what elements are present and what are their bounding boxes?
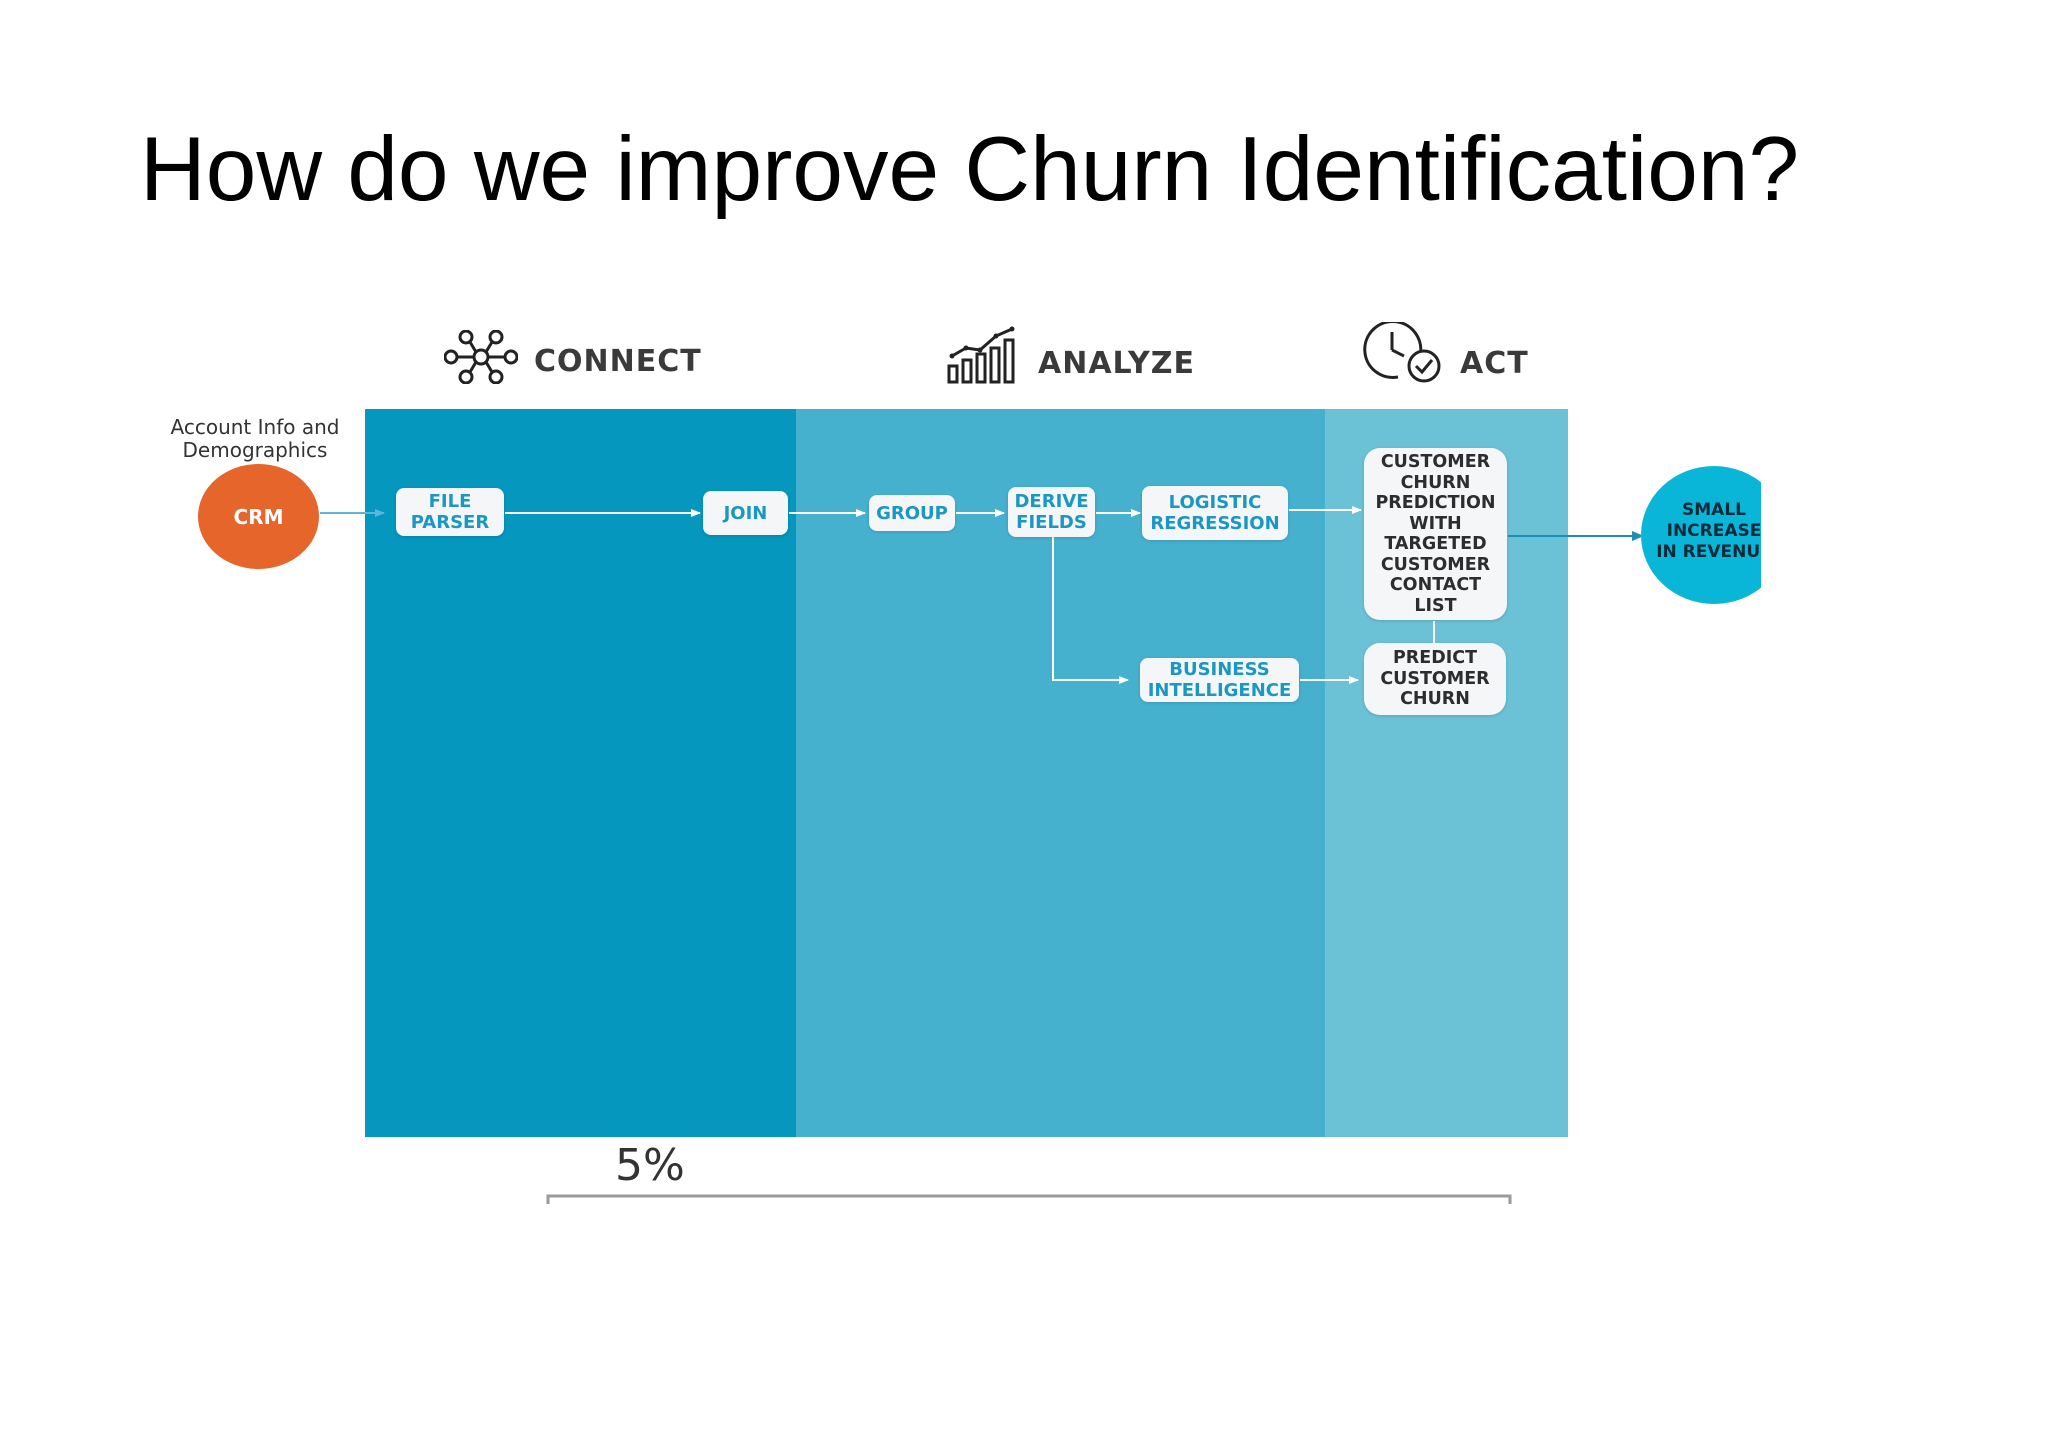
percent-label: 5% xyxy=(615,1140,685,1191)
percent-bracket xyxy=(546,1194,1512,1204)
step-join[interactable]: JOIN xyxy=(703,491,788,535)
outcome-label: SMALL INCREASE IN REVENUE xyxy=(1656,500,1761,562)
step-group[interactable]: GROUP xyxy=(869,495,955,531)
clock-check-icon xyxy=(1363,322,1441,383)
step-file-parser[interactable]: FILE PARSER xyxy=(396,488,504,536)
step-predict-churn[interactable]: PREDICT CUSTOMER CHURN xyxy=(1364,643,1506,715)
crm-node[interactable]: CRM xyxy=(198,464,319,569)
step-logistic-regression[interactable]: LOGISTIC REGRESSION xyxy=(1142,486,1288,540)
step-targeted-list[interactable]: CUSTOMER CHURN PREDICTION WITH TARGETED … xyxy=(1364,448,1507,620)
phase-label-analyze: ANALYZE xyxy=(1038,346,1195,381)
page-title: How do we improve Churn Identification? xyxy=(140,119,1800,220)
step-business-intelligence[interactable]: BUSINESS INTELLIGENCE xyxy=(1140,658,1299,702)
network-nodes-icon xyxy=(444,330,518,384)
phase-label-connect: CONNECT xyxy=(534,344,702,379)
outcome-node[interactable]: SMALL INCREASE IN REVENUE xyxy=(1641,466,1761,604)
source-note: Account Info and Demographics xyxy=(170,415,340,462)
outcome-circle xyxy=(1641,466,1761,604)
step-derive-fields[interactable]: DERIVE FIELDS xyxy=(1008,487,1095,537)
phase-label-act: ACT xyxy=(1460,346,1529,381)
bar-chart-trend-icon xyxy=(947,326,1015,384)
